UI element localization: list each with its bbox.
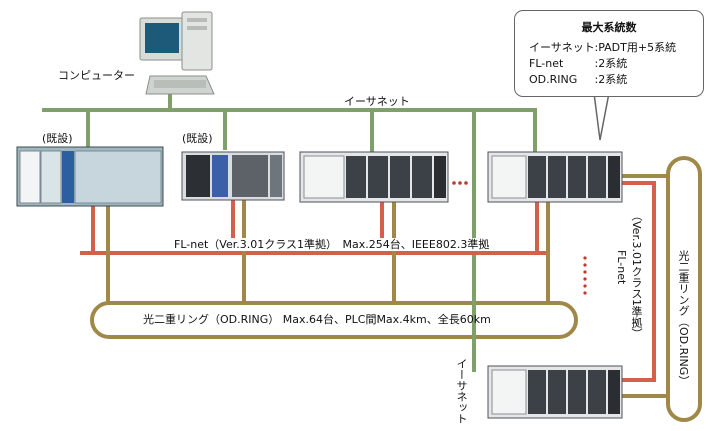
- callout-row-flnet: FL-net :2系統: [529, 55, 627, 71]
- flnet-vertical: [622, 181, 656, 382]
- existing-label-2: (既設): [182, 132, 213, 145]
- flnet-vertical-spec: （Ver.3.01クラス1準拠）: [630, 210, 643, 339]
- ellipsis-horizontal: [452, 181, 468, 185]
- callout-name: イーサネット: [529, 41, 595, 54]
- max-system-callout: 最大系統数 イーサネット :PADT用+5系統 FL-net :2系統 OD.R…: [514, 10, 704, 97]
- callout-value: :2系統: [594, 73, 628, 86]
- callout-row-odring: OD.RING :2系統: [529, 71, 627, 87]
- flnet-vertical-label: FL-net: [615, 250, 628, 285]
- callout-value: :PADT用+5系統: [594, 41, 677, 54]
- ethernet-label: イーサネット: [344, 95, 410, 108]
- callout-tail: [593, 92, 610, 141]
- flnet-spec-label: FL-net（Ver.3.01クラス1準拠） Max.254台、IEEE802.…: [172, 238, 492, 251]
- plc-module-5: [487, 365, 623, 419]
- odring-loop-vertical: [666, 156, 702, 422]
- callout-title: 最大系統数: [581, 21, 637, 34]
- existing-plc-1: [16, 146, 164, 207]
- plc-module-3: [299, 151, 449, 203]
- existing-label-1: (既設): [42, 132, 73, 145]
- callout-name: OD.RING: [529, 73, 578, 86]
- ellipsis-vertical: [583, 256, 587, 295]
- ethernet-vertical-label: イーサネット: [455, 358, 468, 424]
- odring-vertical-label: 光二重リング（OD.RING）: [677, 250, 690, 387]
- callout-name: FL-net: [529, 57, 564, 70]
- computer-label: コンピューター: [58, 69, 135, 82]
- callout-value: :2系統: [594, 57, 628, 70]
- odring-spec-label: 光二重リング（OD.RING） Max.64台、PLC間Max.4km、全長60…: [143, 313, 491, 326]
- odring-loop-horizontal: [90, 301, 578, 339]
- desktop-computer-icon: [139, 11, 215, 95]
- existing-plc-2: [181, 151, 285, 201]
- plc-module-4: [487, 151, 623, 203]
- callout-row-ethernet: イーサネット :PADT用+5系統: [529, 39, 676, 55]
